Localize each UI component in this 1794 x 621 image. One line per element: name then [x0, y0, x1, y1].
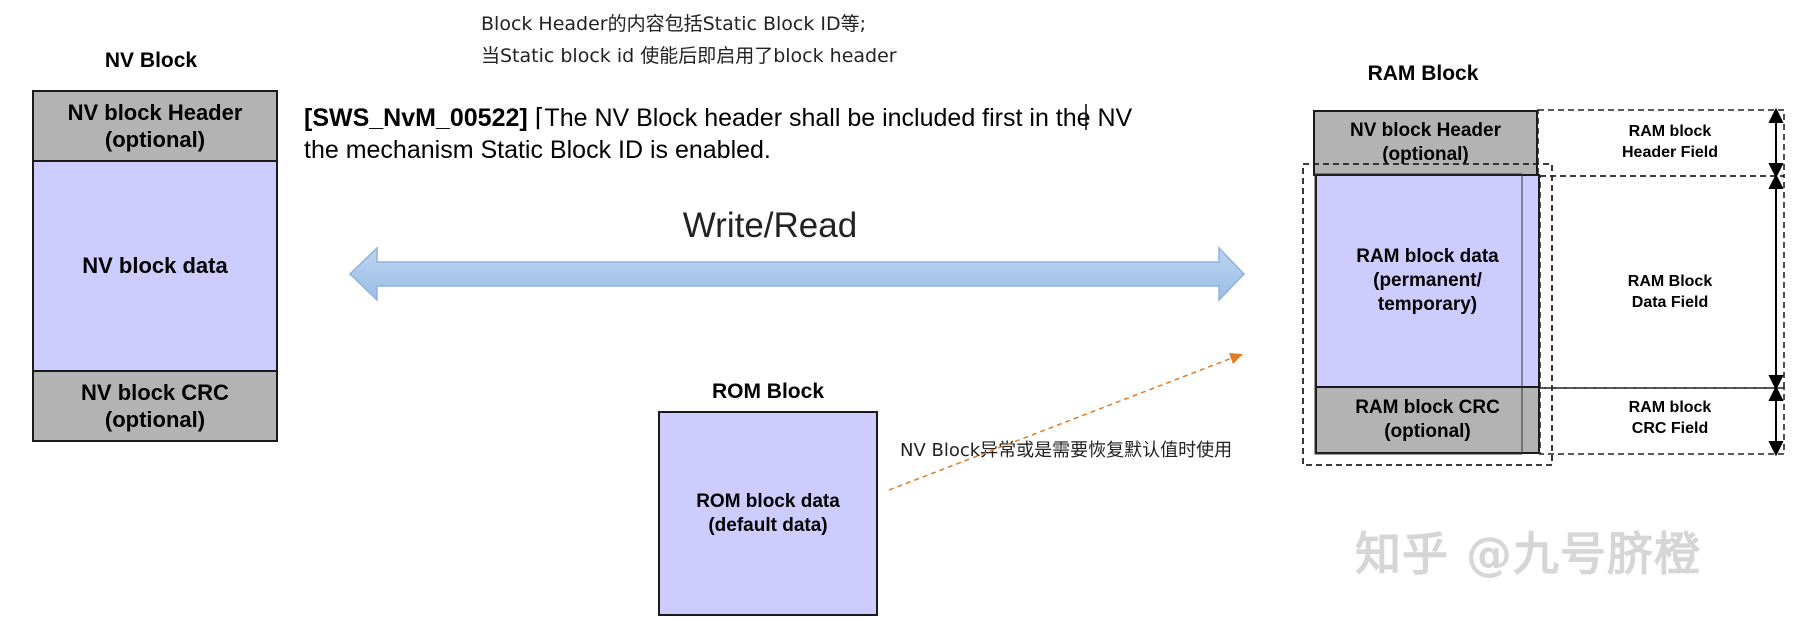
rom-block-title: ROM Block [711, 380, 824, 403]
ram-header-field-label: RAM block Header Field [1621, 123, 1719, 161]
write-read-label: Write/Read [682, 206, 858, 245]
ram-crc-field-label: RAM block CRC Field [1628, 399, 1712, 437]
requirement-id: [SWS_NvM_00522] [304, 104, 528, 132]
requirement-line-1: [SWS_NvM_00522] ⌈The NV Block header sha… [304, 102, 1132, 134]
crc-field-dashed-box [1539, 387, 1785, 455]
rom-to-ram-arrowhead [1229, 353, 1243, 364]
requirement-text-1: ⌈The NV Block header shall be included f… [527, 104, 1133, 132]
ram-data-field-label: RAM Block Data Field [1627, 273, 1713, 311]
write-read-double-arrow [348, 246, 1246, 302]
ram-block-header: NV block Header (optional) [1313, 110, 1538, 176]
header-note-line-1: Block Header的内容包括Static Block ID等; [481, 13, 867, 35]
watermark-text: 知乎 @九号脐橙 [1355, 527, 1702, 581]
rom-block-data: ROM block data (default data) [658, 411, 878, 616]
nv-block-header: NV block Header (optional) [32, 90, 278, 162]
nv-block-title: NV Block [104, 49, 198, 72]
nv-block-data: NV block data [32, 160, 278, 372]
ram-block-crc: RAM block CRC (optional) [1315, 386, 1540, 454]
data-field-dashed-box [1539, 175, 1785, 389]
rom-usage-note: NV Block异常或是需要恢复默认值时使用 [900, 440, 1233, 461]
ram-block-outline [1314, 173, 1523, 455]
data-field-span-arrow [1768, 173, 1784, 391]
header-field-span-arrow [1768, 107, 1784, 179]
ram-block-data: RAM block data (permanent/ temporary) [1315, 174, 1540, 388]
header-note-line-2: 当Static block id 使能后即启用了block header [481, 45, 897, 67]
ram-data-dashed-outline [1302, 163, 1553, 466]
ram-block-title: RAM Block [1367, 62, 1479, 85]
requirement-line-2: the mechanism Static Block ID is enabled… [304, 136, 771, 164]
nv-block-crc: NV block CRC (optional) [32, 370, 278, 442]
crc-field-span-arrow [1768, 385, 1784, 457]
rom-to-ram-dashed-line [888, 357, 1233, 491]
header-field-dashed-box [1537, 109, 1785, 177]
